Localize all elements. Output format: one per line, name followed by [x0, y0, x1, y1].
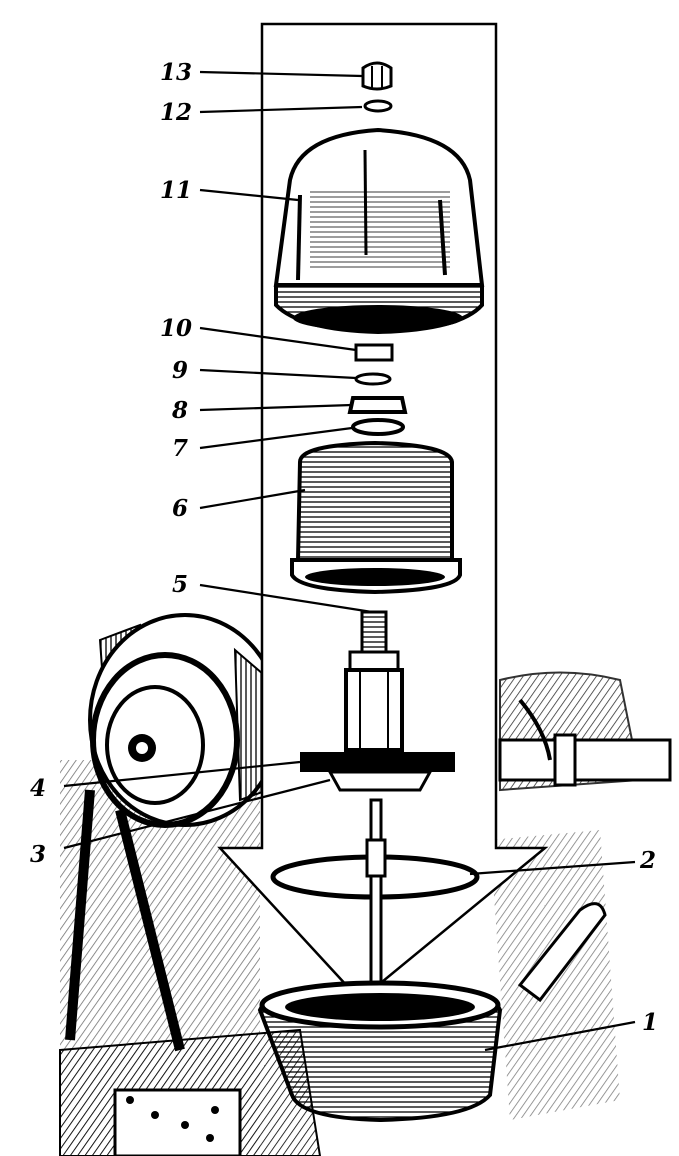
engine-background-right	[490, 671, 672, 1120]
shaft	[365, 798, 387, 1022]
part-7-gasket	[351, 418, 405, 436]
leader-lines	[63, 70, 636, 1052]
label-12: 12	[160, 99, 192, 126]
label-4: 4	[30, 775, 46, 802]
part-4-base-plate	[300, 752, 455, 792]
label-8: 8	[171, 397, 188, 424]
label-5: 5	[172, 571, 188, 598]
part-9-washer	[354, 372, 392, 386]
part-12-washer	[363, 99, 393, 113]
label-11: 11	[160, 177, 192, 204]
label-2: 2	[639, 847, 656, 874]
label-1: 1	[642, 1009, 658, 1036]
part-13-cap-nut	[361, 61, 393, 91]
label-13: 13	[160, 59, 192, 86]
label-6: 6	[172, 495, 188, 522]
label-9: 9	[172, 357, 188, 384]
part-5-center-rod	[344, 610, 404, 752]
part-10-nut	[354, 343, 394, 362]
label-7: 7	[172, 435, 188, 462]
label-10: 10	[160, 315, 192, 342]
part-1-housing	[257, 980, 503, 1123]
part-11-filter-cover	[273, 127, 485, 335]
part-8-nut	[347, 396, 408, 414]
part-6-filter-element	[290, 440, 462, 595]
label-3: 3	[30, 841, 46, 868]
